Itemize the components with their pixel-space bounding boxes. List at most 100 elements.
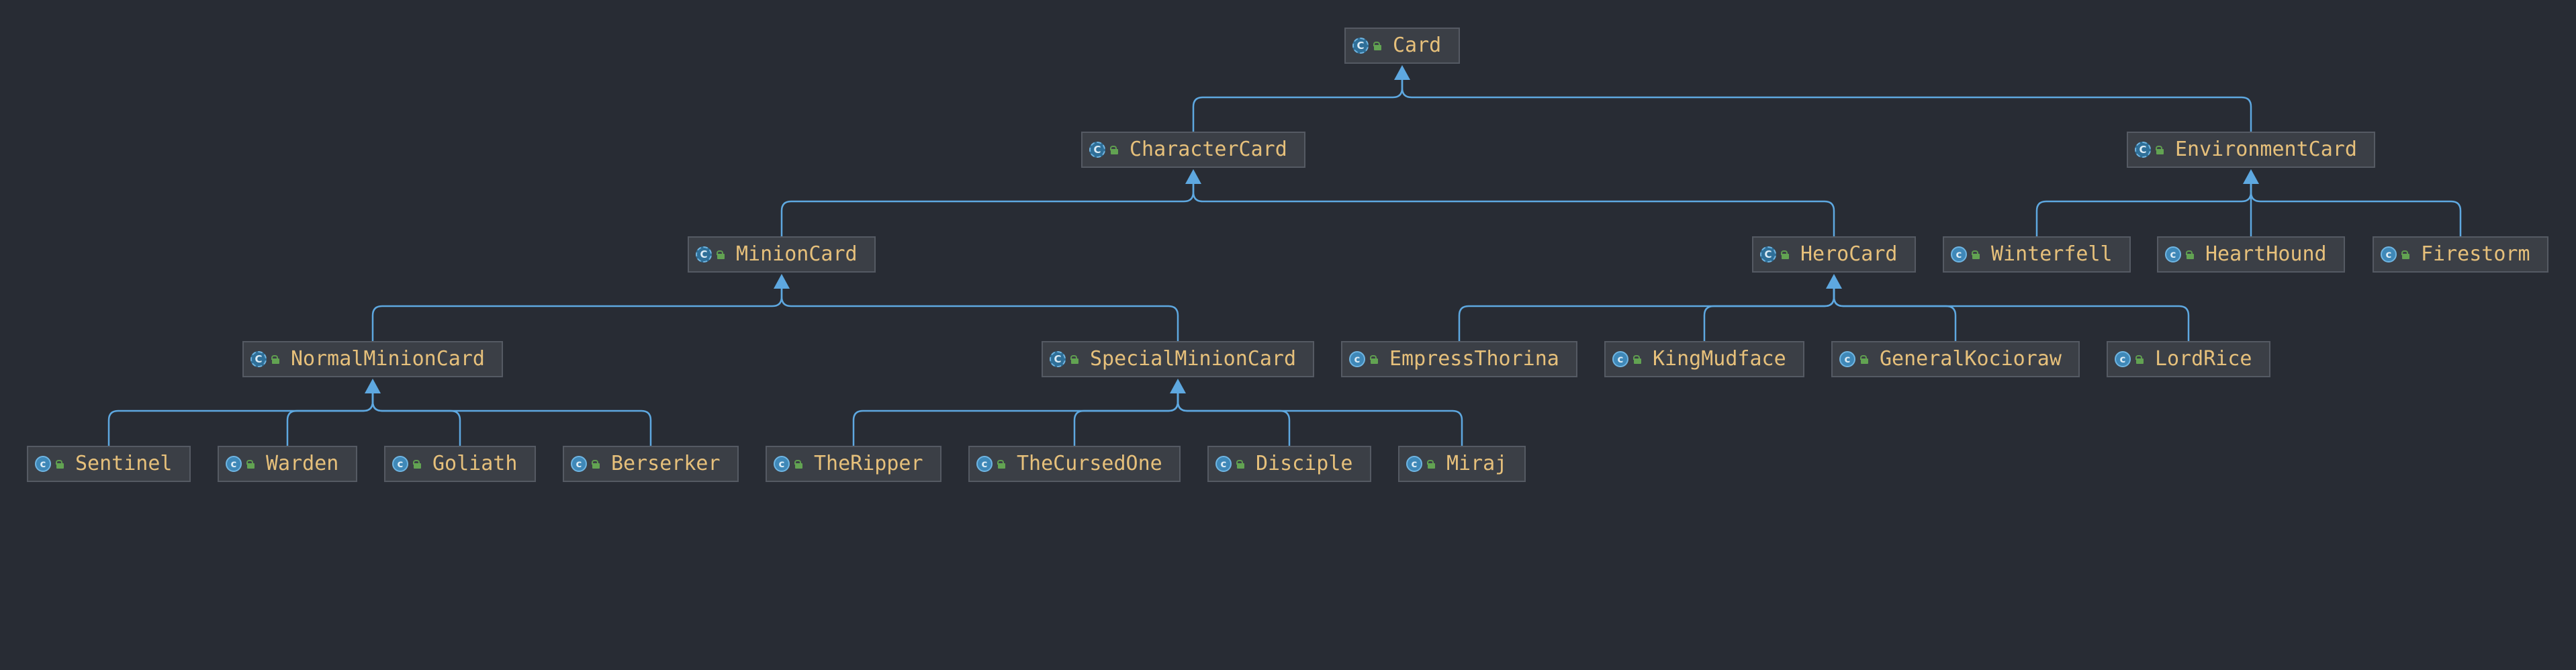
class-c-icon: c [774,456,790,472]
abstract-class-icon: C [1089,142,1105,158]
public-lock-icon [412,459,422,469]
class-node-card[interactable]: C Card [1344,28,1460,64]
class-node-environment-card[interactable]: C EnvironmentCard [2127,132,2375,168]
class-name: Winterfell [1991,242,2113,266]
abstract-class-icon: C [2135,142,2151,158]
public-lock-icon [997,459,1006,469]
inheritance-edge-the-cursed-one [1073,392,1179,446]
class-node-the-cursed-one[interactable]: c TheCursedOne [968,446,1181,482]
class-node-normal-minion-card[interactable]: C NormalMinionCard [242,341,503,377]
inheritance-arrowhead-hero-card [1826,274,1842,289]
inheritance-edge-berserker [371,392,652,446]
public-lock-icon [591,459,600,469]
public-lock-icon [1369,354,1379,364]
class-name: Card [1393,34,1442,57]
inheritance-edge-lord-rice [1833,287,2190,341]
public-lock-icon [1070,354,1079,364]
inheritance-edge-goliath [371,392,461,446]
inheritance-edge-miraj [1177,392,1463,446]
inheritance-arrowhead-normal-minion-card [365,379,381,393]
public-lock-icon [2401,250,2410,259]
class-name: TheRipper [814,452,923,475]
public-lock-icon [1971,250,1980,259]
class-node-character-card[interactable]: C CharacterCard [1081,132,1305,168]
inheritance-edge-firestorm [2250,183,2462,236]
class-c-icon: c [392,456,408,472]
class-c-icon: c [1951,246,1967,262]
inheritance-arrowhead-minion-card [774,274,790,289]
public-lock-icon [794,459,803,469]
class-node-disciple[interactable]: c Disciple [1207,446,1371,482]
inheritance-edge-king-mudface [1703,287,1835,341]
class-name: TheCursedOne [1017,452,1162,475]
public-lock-icon [1859,354,1869,364]
class-c-icon: c [1215,456,1232,472]
class-name: Goliath [432,452,518,475]
class-name: Disciple [1256,452,1353,475]
class-c-icon: c [2165,246,2181,262]
class-node-general-kocioraw[interactable]: c GeneralKocioraw [1831,341,2080,377]
public-lock-icon [1426,459,1436,469]
class-c-icon: c [1612,351,1628,367]
class-node-lord-rice[interactable]: c LordRice [2107,341,2270,377]
class-c-icon: c [1406,456,1422,472]
public-lock-icon [1236,459,1245,469]
class-c-icon: c [226,456,242,472]
class-name: Miraj [1446,452,1508,475]
abstract-class-icon: C [1352,38,1369,54]
class-c-icon: c [35,456,51,472]
public-lock-icon [1632,354,1642,364]
public-lock-icon [1780,250,1790,259]
class-name: Sentinel [75,452,173,475]
class-name: NormalMinionCard [291,347,485,371]
public-lock-icon [55,459,64,469]
public-lock-icon [246,459,255,469]
class-c-icon: c [1349,351,1365,367]
inheritance-edge-hero-card [1192,183,1835,236]
class-node-goliath[interactable]: c Goliath [384,446,536,482]
class-name: Berserker [611,452,721,475]
class-c-icon: c [2381,246,2397,262]
public-lock-icon [2155,145,2164,154]
class-node-the-ripper[interactable]: c TheRipper [766,446,941,482]
class-node-hero-card[interactable]: C HeroCard [1752,236,1916,273]
class-node-sentinel[interactable]: c Sentinel [27,446,191,482]
inheritance-edge-minion-card [780,183,1195,236]
class-name: LordRice [2155,347,2252,371]
class-name: EnvironmentCard [2175,138,2357,161]
class-name: KingMudface [1653,347,1786,371]
class-node-winterfell[interactable]: c Winterfell [1943,236,2131,273]
class-name: Warden [266,452,339,475]
class-name: Firestorm [2421,242,2530,266]
class-name: SpecialMinionCard [1090,347,1297,371]
class-node-warden[interactable]: c Warden [218,446,357,482]
class-name: MinionCard [736,242,858,266]
class-node-empress-thorina[interactable]: c EmpressThorina [1341,341,1577,377]
inheritance-arrowhead-character-card [1185,169,1201,184]
class-name: HeartHound [2205,242,2327,266]
inheritance-edge-sentinel [107,392,374,446]
class-c-icon: c [976,456,993,472]
class-node-special-minion-card[interactable]: C SpecialMinionCard [1042,341,1314,377]
inheritance-arrowhead-environment-card [2243,169,2259,184]
inheritance-edge-general-kocioraw [1833,287,1957,341]
public-lock-icon [1109,145,1119,154]
abstract-class-icon: C [1760,246,1776,262]
class-node-hearthound[interactable]: c HeartHound [2157,236,2345,273]
class-name: HeroCard [1800,242,1898,266]
class-node-minion-card[interactable]: C MinionCard [688,236,876,273]
inheritance-arrowhead-card [1394,65,1410,80]
inheritance-edge-empress-thorina [1458,287,1835,341]
inheritance-edge-normal-minion-card [371,287,783,341]
inheritance-edge-warden [286,392,374,446]
public-lock-icon [271,354,280,364]
class-c-icon: c [571,456,587,472]
inheritance-arrowhead-special-minion-card [1170,379,1186,393]
class-node-firestorm[interactable]: c Firestorm [2373,236,2548,273]
class-node-miraj[interactable]: c Miraj [1398,446,1526,482]
class-c-icon: c [1839,351,1855,367]
inheritance-edge-winterfell [2035,183,2252,236]
class-node-king-mudface[interactable]: c KingMudface [1604,341,1804,377]
class-node-berserker[interactable]: c Berserker [563,446,739,482]
